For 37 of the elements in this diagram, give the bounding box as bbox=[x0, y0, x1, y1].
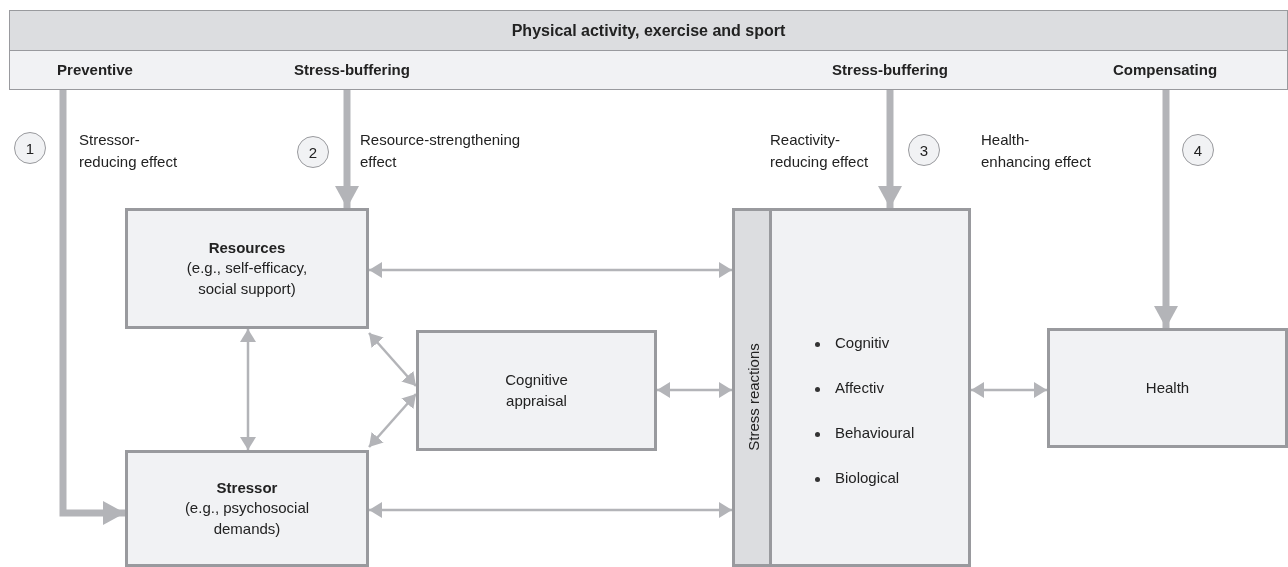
arrow bbox=[878, 90, 902, 208]
vertical-label: Stress reactions bbox=[744, 343, 762, 451]
band-title: Physical activity, exercise and sport bbox=[10, 11, 1287, 51]
box-heading: Resources bbox=[208, 238, 286, 259]
process-box bbox=[1047, 328, 1288, 448]
callout-number: 1 bbox=[14, 132, 46, 164]
list-item: Biological bbox=[835, 469, 900, 486]
arrow bbox=[368, 393, 417, 448]
arrow bbox=[1154, 90, 1178, 328]
list-item: Affectiv bbox=[835, 379, 884, 396]
process-box bbox=[732, 208, 971, 567]
category-label: Compensating bbox=[1092, 52, 1238, 90]
category-label: Stress-buffering bbox=[272, 52, 432, 90]
arrow bbox=[369, 262, 732, 278]
box-text: (e.g., self-efficacy, social support) bbox=[185, 258, 309, 299]
list-item: Behavioural bbox=[835, 424, 915, 441]
process-box bbox=[125, 450, 369, 567]
list-item: Cognitiv bbox=[835, 334, 890, 351]
arrow bbox=[971, 382, 1047, 398]
callout-number: 4 bbox=[1182, 134, 1214, 166]
process-box bbox=[125, 208, 369, 329]
category-label: Stress-buffering bbox=[810, 52, 970, 90]
box-text: Health bbox=[1145, 377, 1190, 398]
arrow bbox=[368, 332, 417, 387]
arrow bbox=[369, 502, 732, 518]
arrow bbox=[335, 90, 359, 208]
header-band bbox=[9, 10, 1288, 90]
box-text: Cognitive appraisal bbox=[504, 370, 569, 411]
box-heading: Stressor bbox=[216, 478, 278, 499]
arrow bbox=[657, 382, 732, 398]
process-box bbox=[416, 330, 657, 451]
arrow bbox=[240, 329, 256, 450]
callout-number: 2 bbox=[297, 136, 329, 168]
box-text: (e.g., psychosocial demands) bbox=[183, 498, 311, 539]
category-label: Preventive bbox=[40, 52, 150, 90]
arrow bbox=[59, 90, 125, 525]
callout-number: 3 bbox=[908, 134, 940, 166]
